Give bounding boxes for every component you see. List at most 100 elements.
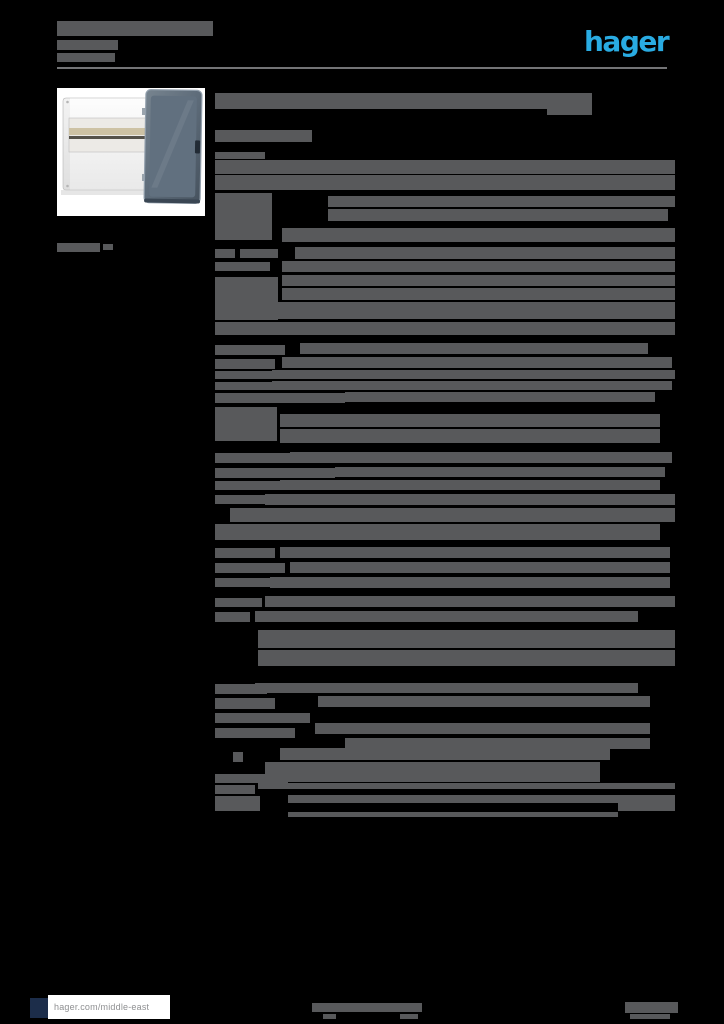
redacted-text-line: [215, 684, 267, 694]
product-photo: [57, 88, 205, 216]
redacted-text-line: [265, 762, 600, 774]
din-rail-slot: [69, 136, 155, 139]
redacted-text-line: [215, 612, 250, 622]
redacted-text-line: [345, 392, 655, 402]
redacted-text-line: [272, 370, 675, 379]
redacted-text-line: [328, 209, 668, 221]
header-divider: [57, 67, 667, 69]
redacted-text-line: [282, 288, 675, 300]
footer-brand-square: [30, 998, 48, 1018]
redacted-text-line: [280, 480, 660, 490]
redacted-text-line: [295, 247, 675, 259]
redacted-text-line: [215, 277, 278, 320]
redacted-text-line: [215, 262, 270, 271]
redacted-text-line: [215, 785, 255, 794]
redacted-text-line: [215, 481, 280, 490]
redacted-text-line: [215, 578, 275, 587]
screw-icon: [66, 184, 69, 188]
redacted-text-line: [255, 683, 638, 693]
redacted-text-line: [215, 598, 262, 607]
redacted-text-line: [323, 1014, 336, 1019]
redacted-text-line: [215, 548, 275, 558]
redacted-text-line: [272, 381, 672, 390]
redacted-text-line: [270, 577, 670, 588]
redacted-text-line: [282, 261, 675, 272]
redacted-text-line: [215, 382, 272, 390]
redacted-text-line: [57, 40, 118, 50]
redacted-text-line: [215, 393, 345, 403]
redacted-text-line: [215, 345, 285, 355]
redacted-text-line: [57, 21, 213, 36]
hinge-icon: [142, 108, 148, 115]
redacted-text-line: [240, 249, 278, 258]
redacted-text-line: [215, 359, 275, 369]
redacted-text-line: [215, 728, 295, 738]
enclosure-door: [143, 89, 203, 204]
redacted-text-line: [215, 774, 288, 783]
redacted-text-line: [290, 562, 670, 573]
redacted-text-line: [215, 495, 265, 504]
redacted-text-line: [215, 698, 275, 709]
redacted-text-line: [630, 1014, 670, 1019]
redacted-text-line: [288, 812, 618, 817]
redacted-text-line: [103, 244, 113, 250]
redacted-text-line: [315, 723, 650, 734]
enclosure-shadow: [61, 190, 163, 195]
enclosure-illustration: [61, 89, 203, 204]
redacted-text-line: [258, 630, 675, 648]
redacted-text-line: [215, 453, 290, 463]
redacted-text-line: [215, 563, 285, 573]
redacted-text-line: [288, 772, 600, 782]
redacted-text-line: [618, 803, 675, 811]
hager-logo: hager: [584, 25, 670, 58]
redacted-text-line: [282, 275, 675, 286]
redacted-text-line: [300, 343, 648, 354]
redacted-text-line: [215, 713, 310, 723]
redacted-text-line: [400, 1014, 418, 1019]
redacted-text-line: [290, 452, 672, 463]
redacted-text-line: [265, 596, 675, 607]
redacted-text-line: [230, 508, 675, 522]
redacted-text-line: [233, 752, 243, 762]
redacted-text-line: [215, 371, 272, 379]
redacted-text-line: [57, 243, 100, 252]
redacted-text-line: [215, 524, 660, 540]
redacted-text-line: [215, 468, 335, 478]
footer-website-chip: hager.com/middle-east: [48, 995, 170, 1019]
redacted-text-line: [258, 650, 675, 666]
redacted-text-line: [215, 796, 260, 811]
redacted-text-line: [345, 738, 650, 749]
footer-website-link[interactable]: hager.com/middle-east: [54, 1002, 150, 1012]
redacted-text-line: [625, 1002, 678, 1013]
redacted-text-line: [280, 547, 670, 558]
redacted-text-line: [215, 193, 272, 240]
redacted-text-line: [282, 228, 675, 242]
redacted-text-line: [255, 611, 638, 622]
redacted-text-line: [282, 357, 672, 368]
redacted-text-line: [215, 322, 675, 335]
redacted-text-line: [312, 1003, 422, 1012]
redacted-text-line: [328, 196, 675, 207]
redacted-text-line: [288, 795, 675, 803]
redacted-text-line: [547, 108, 592, 115]
redacted-text-line: [215, 130, 312, 142]
redacted-text-line: [215, 175, 675, 190]
redacted-text-line: [278, 302, 675, 319]
screw-icon: [66, 100, 69, 104]
redacted-text-line: [280, 429, 660, 443]
redacted-text-line: [215, 407, 277, 441]
redacted-text-line: [215, 249, 235, 258]
redacted-text-line: [335, 467, 665, 477]
redacted-text-line: [258, 783, 675, 789]
enclosure-side-shade: [63, 98, 70, 190]
door-handle: [194, 140, 201, 154]
redacted-text-line: [215, 160, 675, 174]
redacted-text-line: [57, 53, 115, 62]
redacted-text-line: [280, 748, 610, 760]
redacted-text-line: [280, 414, 660, 427]
redacted-text-line: [215, 93, 592, 109]
redacted-text-line: [318, 696, 650, 707]
din-rail: [69, 128, 155, 135]
